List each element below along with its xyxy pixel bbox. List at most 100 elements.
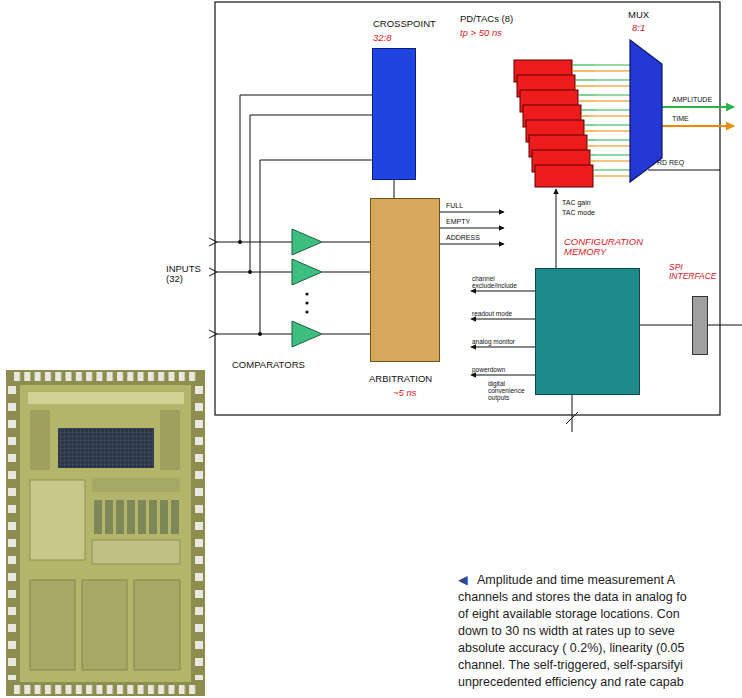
ellipsis-dot bbox=[305, 310, 308, 313]
ellipsis-dot bbox=[305, 301, 308, 304]
chip-photo-part bbox=[171, 500, 179, 534]
input-wire-part bbox=[209, 268, 217, 276]
connector-line bbox=[595, 70, 630, 71]
comparator-output bbox=[322, 334, 326, 335]
crosspoint-block: CROSSPOINT32:8 bbox=[372, 48, 416, 180]
amplitude-stub bbox=[590, 154, 595, 155]
ratio-note: 8:1 bbox=[632, 23, 645, 33]
connector-line bbox=[556, 189, 557, 268]
time-stub bbox=[575, 85, 595, 86]
block-heading: CROSSPOINT bbox=[373, 19, 436, 29]
connector bbox=[595, 65, 630, 176]
chip-photo-part bbox=[149, 500, 157, 534]
chip-photo-part bbox=[8, 384, 16, 680]
input-wire-part bbox=[209, 330, 217, 338]
connector-line bbox=[595, 139, 630, 140]
comparator-output bbox=[322, 272, 326, 273]
signal-label: EMPTY bbox=[446, 218, 470, 226]
amplitude-stub bbox=[581, 109, 595, 110]
block-heading: SPI INTERFACE bbox=[669, 263, 717, 282]
connector-line bbox=[595, 124, 630, 125]
status-arrow-part bbox=[440, 228, 504, 229]
signal-label: readout mode bbox=[472, 310, 512, 317]
amplitude-stub bbox=[578, 94, 595, 95]
connector-line bbox=[326, 242, 370, 243]
chip-photo-part bbox=[28, 392, 184, 404]
junction-dot-part bbox=[258, 332, 262, 336]
caption-text: Amplitude and time measurement A bbox=[477, 574, 675, 588]
input-wire-part bbox=[217, 272, 292, 273]
chip-photo-part bbox=[30, 410, 50, 470]
chip-photo-part bbox=[116, 500, 124, 534]
config-memory-block: CONFIGURATION MEMORY bbox=[535, 268, 640, 395]
input-wire-part bbox=[217, 242, 292, 243]
time-stub bbox=[584, 130, 595, 131]
chip-photo-part bbox=[82, 580, 127, 670]
chip-photo-part bbox=[134, 580, 180, 670]
connector-line bbox=[595, 154, 630, 155]
connector-line bbox=[326, 334, 370, 335]
comparator-triangle bbox=[292, 321, 322, 347]
input-wire-part bbox=[209, 238, 217, 246]
chip-photo-part bbox=[6, 370, 205, 696]
chip-photo-part bbox=[160, 410, 180, 470]
time-stub bbox=[578, 100, 595, 101]
time-stub bbox=[593, 175, 595, 176]
connector-line bbox=[595, 145, 630, 146]
connector-line bbox=[595, 79, 630, 80]
signal-label: ADDRESS bbox=[446, 234, 480, 242]
signal-label: RD REQ bbox=[657, 159, 684, 167]
chip-photo-part bbox=[30, 480, 85, 560]
signal-label: TAC gain bbox=[562, 199, 591, 207]
amplitude-stub bbox=[584, 124, 595, 125]
comparator-triangle bbox=[292, 259, 322, 285]
chip-photo-part bbox=[58, 428, 154, 468]
connector bbox=[326, 242, 370, 334]
caption-text: channel. The self-triggered, self-sparsi… bbox=[458, 659, 683, 673]
chip-photo-part bbox=[160, 500, 168, 534]
block-heading: ARBITRATION bbox=[369, 374, 432, 384]
connector bbox=[556, 189, 557, 268]
connector-line bbox=[640, 325, 692, 326]
status-arrow bbox=[440, 212, 504, 244]
chip-photo-part bbox=[94, 500, 102, 534]
status-arrow-part bbox=[440, 212, 504, 213]
chip-photo-part bbox=[12, 685, 199, 694]
connector-line bbox=[595, 100, 630, 101]
config-output-arrow-part bbox=[471, 375, 535, 376]
connector-line bbox=[595, 94, 630, 95]
chip-photo-part bbox=[127, 500, 135, 534]
timing-note: tp > 50 ns bbox=[460, 28, 502, 38]
comparator-triangle bbox=[292, 229, 322, 255]
block-heading: CONFIGURATION MEMORY bbox=[564, 237, 643, 258]
chip-photo-part bbox=[12, 372, 199, 381]
amplitude-stub bbox=[572, 64, 595, 65]
bus-line-part bbox=[572, 395, 573, 432]
chip-boundary bbox=[215, 2, 720, 415]
time-stub bbox=[581, 115, 595, 116]
signal-label: analog monitor bbox=[472, 338, 515, 345]
chip-photo-part bbox=[92, 540, 180, 564]
connector-line bbox=[595, 109, 630, 110]
arbitration-block: ARBITRATION~5 ns bbox=[370, 198, 440, 362]
caption-text: channels and stores the data in analog f… bbox=[458, 591, 687, 605]
connector-line bbox=[595, 64, 630, 65]
output-arrow-part bbox=[662, 106, 734, 108]
comparator-output bbox=[322, 242, 326, 243]
pd-tac-stack-outline bbox=[512, 58, 595, 189]
chip-photo-part bbox=[195, 384, 203, 680]
caption-text: down to 30 ns width at rates up to seve bbox=[458, 625, 675, 639]
connector-line bbox=[595, 175, 630, 176]
tac-cell bbox=[535, 165, 593, 187]
connector-line bbox=[394, 180, 395, 198]
chip-photo-part bbox=[30, 580, 75, 670]
input-wire-part bbox=[260, 160, 372, 334]
caption-text: of eight available storage locations. Co… bbox=[458, 608, 680, 622]
connector-line bbox=[595, 130, 630, 131]
block-heading: COMPARATORS bbox=[232, 360, 305, 370]
ratio-note: 32:8 bbox=[373, 33, 392, 43]
caption-text: absolute accuracy ( 0.2%), linearity (0.… bbox=[458, 642, 685, 656]
signal-label: TAC mode bbox=[562, 209, 595, 217]
comparator-group-outline bbox=[288, 226, 326, 350]
